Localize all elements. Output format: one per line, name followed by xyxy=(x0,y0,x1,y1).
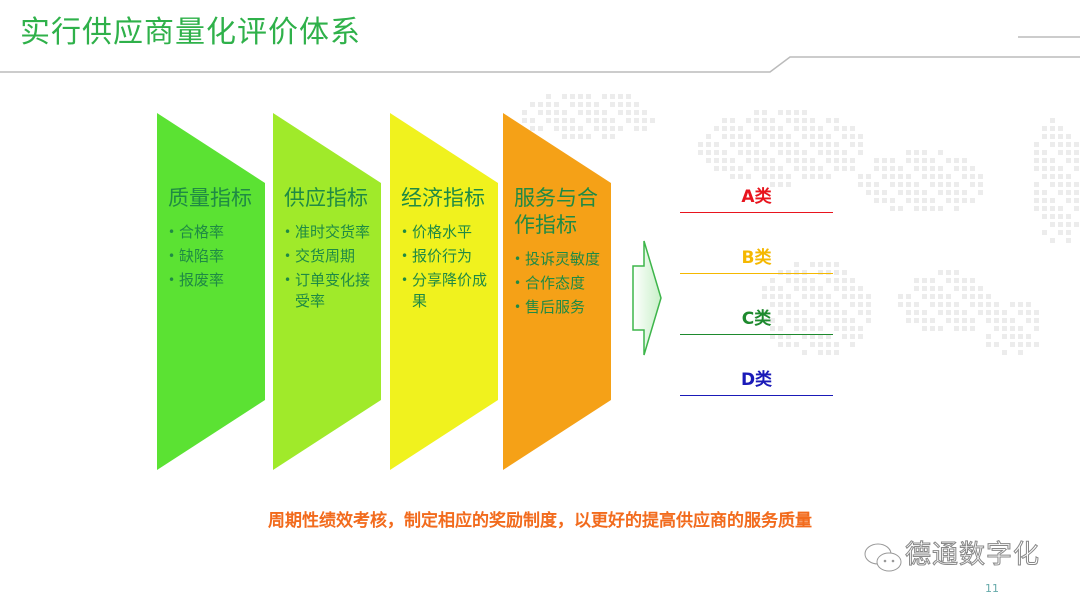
supplier-class: C类 xyxy=(680,308,833,335)
indicator-item: 合格率 xyxy=(168,222,262,243)
indicator-item: 报价行为 xyxy=(401,246,495,267)
indicator-column: 供应指标 准时交货率交货周期订单变化接受率 xyxy=(273,113,381,470)
supplier-class: A类 xyxy=(680,186,833,213)
title-divider xyxy=(0,36,1080,73)
indicator-item: 订单变化接受率 xyxy=(284,270,378,312)
indicator-item: 分享降价成果 xyxy=(401,270,495,312)
supplier-class: B类 xyxy=(680,247,833,274)
right-arrow-icon xyxy=(632,240,662,356)
indicator-heading: 经济指标 xyxy=(401,186,485,210)
class-label: B类 xyxy=(741,248,772,268)
indicator-item: 合作态度 xyxy=(514,273,608,294)
class-label: A类 xyxy=(741,187,772,207)
indicator-item: 准时交货率 xyxy=(284,222,378,243)
class-label: D类 xyxy=(740,370,773,390)
class-divider xyxy=(680,273,833,274)
indicator-heading: 质量指标 xyxy=(168,186,252,210)
indicator-column: 质量指标 合格率缺陷率报废率 xyxy=(157,113,265,470)
indicator-column: 经济指标 价格水平报价行为分享降价成果 xyxy=(390,113,498,470)
indicator-item: 缺陷率 xyxy=(168,246,262,267)
indicator-item: 售后服务 xyxy=(514,297,608,318)
indicator-item: 报废率 xyxy=(168,270,262,291)
slide-title: 实行供应商量化评价体系 xyxy=(20,15,361,50)
indicator-column: 服务与合作指标 投诉灵敏度合作态度售后服务 xyxy=(503,113,611,470)
chevron-shape xyxy=(157,113,265,470)
brand-watermark: 德通数字化 xyxy=(904,540,1041,571)
footer-statement: 周期性绩效考核，制定相应的奖励制度，以更好的提高供应商的服务质量 xyxy=(268,511,812,531)
supplier-class: D类 xyxy=(680,369,833,396)
indicator-heading: 供应指标 xyxy=(284,186,368,210)
page-number: 11 xyxy=(985,582,999,595)
wechat-icon xyxy=(864,543,902,572)
class-divider xyxy=(680,395,833,396)
class-divider xyxy=(680,212,833,213)
indicator-item: 投诉灵敏度 xyxy=(514,249,608,270)
indicator-item: 价格水平 xyxy=(401,222,495,243)
class-label: C类 xyxy=(741,309,772,329)
class-divider xyxy=(680,334,833,335)
indicator-heading: 服务与合作指标 xyxy=(514,186,598,237)
indicator-item: 交货周期 xyxy=(284,246,378,267)
